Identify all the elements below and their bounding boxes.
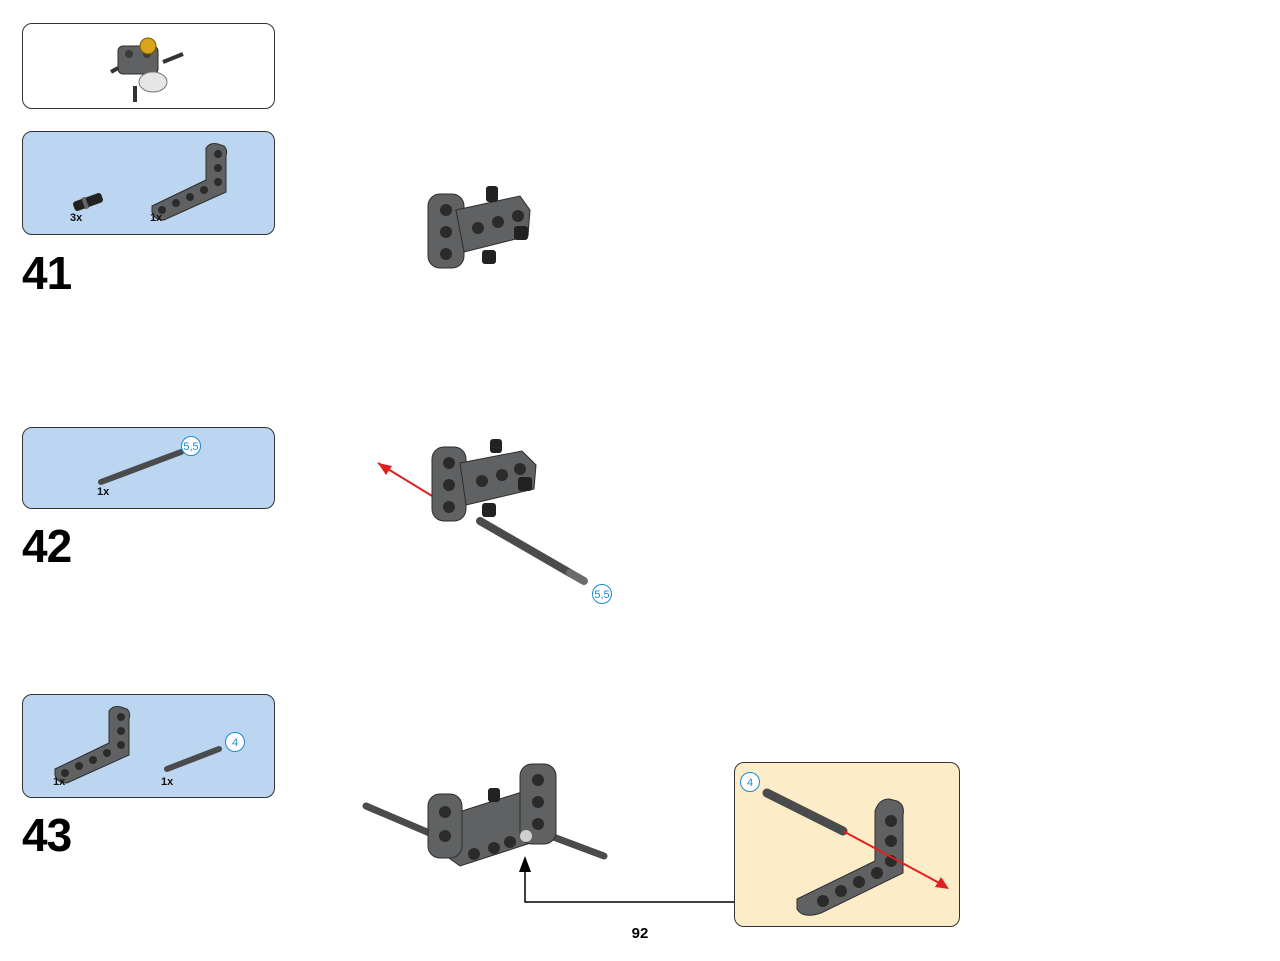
step-number: 42 [22, 520, 72, 572]
part-quantity: 1x [97, 486, 110, 498]
part-quantity: 1x [150, 212, 163, 224]
step-43-assembly-image [362, 763, 608, 867]
step-number: 41 [22, 247, 72, 299]
part-quantity: 1x [161, 776, 174, 788]
l-beam-icon [151, 143, 228, 221]
l-beam-icon [54, 706, 131, 784]
step-41-assembly-image [427, 186, 531, 269]
callout-assembly-image [762, 788, 949, 916]
length-badge: 4 [225, 732, 245, 752]
step-43-parts-box: 4 1x 1x [22, 694, 275, 798]
page-number: 92 [631, 925, 649, 942]
submodel-preview-box [22, 23, 275, 109]
part-quantity: 3x [70, 212, 83, 224]
axle-icon [98, 449, 184, 485]
step-41-parts-box: 3x 1x [22, 131, 275, 235]
step-43-callout-box: 4 [734, 762, 960, 927]
step-42-parts-box: 5,5 1x [22, 427, 275, 509]
length-badge: 5,5 [181, 436, 201, 456]
length-badge: 5,5 [592, 584, 612, 604]
step-number: 43 [22, 809, 72, 861]
callout-connector-line [519, 856, 735, 903]
length-badge: 4 [740, 772, 760, 792]
step-42-assembly-image [377, 439, 588, 585]
submodel-assembly-image [110, 37, 184, 102]
part-quantity: 1x [53, 776, 66, 788]
axle-icon [164, 746, 222, 772]
connector-pin-icon [73, 193, 103, 211]
